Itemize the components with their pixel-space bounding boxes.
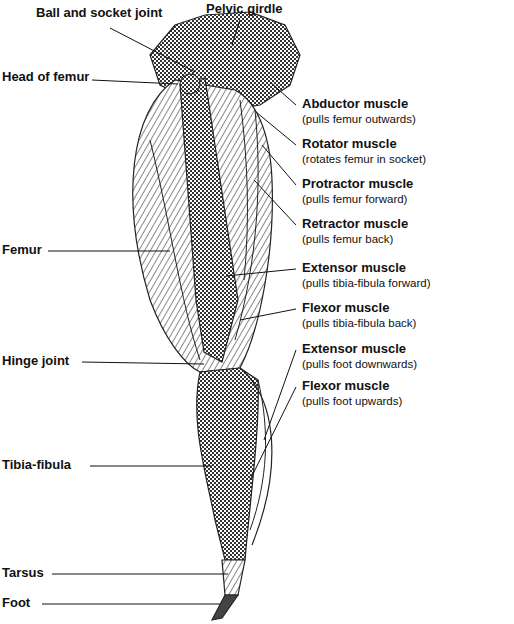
muscle-name: Abductor muscle	[302, 97, 408, 112]
muscle-lines	[150, 100, 258, 360]
leader-lines	[42, 20, 296, 604]
calf-muscle	[250, 380, 266, 530]
muscle-action: (pulls tibia-fibula back)	[302, 317, 416, 330]
muscle-name: Protractor muscle	[302, 177, 413, 192]
muscle-name: Extensor muscle	[302, 261, 406, 276]
muscle-name: Retractor muscle	[302, 217, 408, 232]
muscle-action: (pulls tibia-fibula forward)	[302, 277, 430, 290]
muscle-action: (rotates femur in socket)	[302, 153, 426, 166]
muscle-name: Extensor muscle	[302, 342, 406, 357]
muscle-name: Flexor muscle	[302, 379, 389, 394]
muscle-action: (pulls femur back)	[302, 233, 393, 246]
muscle-action: (pulls femur forward)	[302, 193, 407, 206]
muscle-action: (pulls foot downwards)	[302, 358, 417, 371]
femur-head	[180, 74, 200, 94]
muscle-name: Flexor muscle	[302, 301, 389, 316]
part-label: Foot	[2, 596, 30, 611]
calf-muscle	[240, 368, 272, 545]
tarsus-bone	[222, 560, 245, 595]
tibia-fibula-bone	[197, 368, 259, 560]
part-label: Ball and socket joint	[36, 6, 162, 21]
part-label: Tarsus	[2, 566, 44, 581]
muscle-name: Rotator muscle	[302, 137, 397, 152]
part-label: Tibia-fibula	[2, 458, 71, 473]
part-label: Pelvic girdle	[206, 2, 283, 17]
muscle-action: (pulls femur outwards)	[302, 113, 416, 126]
part-label: Hinge joint	[2, 354, 69, 369]
foot-bone	[212, 595, 238, 620]
part-label: Head of femur	[2, 70, 89, 85]
part-label: Femur	[2, 243, 42, 258]
muscle-action: (pulls foot upwards)	[302, 395, 402, 408]
